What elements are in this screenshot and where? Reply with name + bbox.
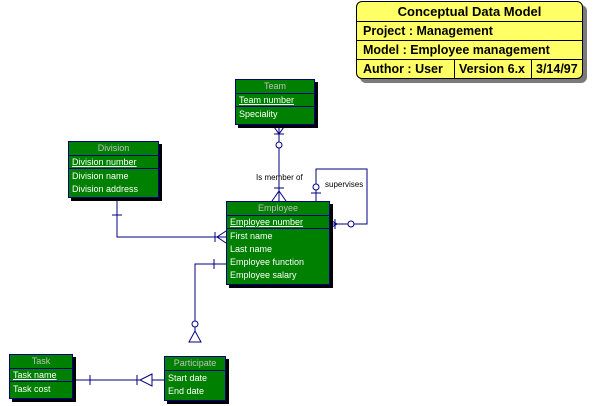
entity-attribute: Division address bbox=[72, 184, 139, 194]
entity-keys: Team number bbox=[236, 94, 314, 107]
entity-attribute: Employee function bbox=[230, 257, 305, 267]
model-date: 3/14/97 bbox=[531, 60, 582, 78]
entity-key: Division number bbox=[72, 157, 137, 167]
relationship-label-supervises: supervises bbox=[325, 180, 364, 189]
entity-keys: Division number bbox=[69, 156, 158, 169]
entity-attribute: Task cost bbox=[13, 384, 51, 394]
entity-attributes: Start date End date bbox=[165, 371, 225, 398]
entity-team[interactable]: Team Team number Speciality bbox=[235, 79, 315, 125]
entity-name: Participate bbox=[165, 357, 225, 371]
model-title-block: Conceptual Data Model Project : Manageme… bbox=[356, 1, 583, 79]
employee-participate-line bbox=[194, 263, 226, 340]
division-employee-line bbox=[116, 197, 226, 238]
entity-name: Employee bbox=[227, 202, 329, 216]
model-author: Author : User bbox=[363, 62, 443, 76]
entity-keys: Employee number bbox=[227, 216, 329, 229]
model-project: Project : Management bbox=[357, 21, 582, 40]
model-title: Conceptual Data Model bbox=[397, 4, 542, 19]
model-version: Version 6.x bbox=[454, 60, 531, 78]
entity-key: Team number bbox=[239, 95, 295, 105]
entity-employee[interactable]: Employee Employee number First name Last… bbox=[226, 201, 330, 285]
entity-task[interactable]: Task Task name Task cost bbox=[9, 354, 73, 399]
entity-name: Task bbox=[10, 355, 72, 369]
model-name: Model : Employee management bbox=[357, 40, 582, 59]
entity-name: Division bbox=[69, 142, 158, 156]
relationship-label-is-member-of: Is member of bbox=[256, 173, 303, 182]
entity-attribute: Employee salary bbox=[230, 270, 297, 280]
entity-attributes: Speciality bbox=[236, 107, 314, 121]
entity-attribute: End date bbox=[168, 386, 205, 396]
entity-attributes: Task cost bbox=[10, 382, 72, 396]
entity-participate[interactable]: Participate Start date End date bbox=[164, 356, 226, 401]
entity-attributes: First name Last name Employee function E… bbox=[227, 229, 329, 282]
entity-key: Task name bbox=[13, 370, 57, 380]
entity-attribute: Last name bbox=[230, 244, 273, 254]
entity-attribute: Speciality bbox=[239, 109, 278, 119]
entity-attribute: First name bbox=[230, 231, 273, 241]
entity-attributes: Division name Division address bbox=[69, 169, 158, 196]
entity-name: Team bbox=[236, 80, 314, 94]
entity-attribute: Division name bbox=[72, 171, 129, 181]
model-meta-row: Author : User Version 6.x 3/14/97 bbox=[357, 59, 582, 78]
entity-division[interactable]: Division Division number Division name D… bbox=[68, 141, 159, 198]
entity-key: Employee number bbox=[230, 217, 304, 227]
entity-attribute: Start date bbox=[168, 373, 208, 383]
entity-keys: Task name bbox=[10, 369, 72, 382]
